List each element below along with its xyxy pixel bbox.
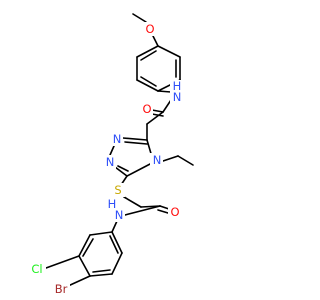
- bond-line: [117, 165, 129, 172]
- atom-s: S: [114, 183, 121, 197]
- triazole-nitrogens: N N N: [103, 132, 163, 169]
- bond-line: [89, 273, 113, 277]
- bond-line: [78, 234, 91, 257]
- atom-h-amide-bottom: H: [108, 197, 117, 211]
- bond-line: [89, 231, 113, 236]
- bond-line: [177, 155, 194, 166]
- amide-nh-bottom: H N: [105, 197, 125, 222]
- atom-n-amide-bottom: N: [115, 208, 124, 222]
- bond-line: [157, 45, 181, 58]
- bond-line: [122, 137, 148, 141]
- chlorine-substituent: Cl: [28, 262, 46, 276]
- bond-line: [132, 13, 147, 23]
- molecule-structure: O N H O N N N S O H: [28, 13, 194, 296]
- carbonyl-oxygen-bottom: O: [168, 205, 181, 219]
- bond-line: [140, 76, 157, 87]
- bond-line: [109, 145, 115, 156]
- atom-n-amide-top: N: [173, 90, 182, 104]
- atom-n-triazole-1: N: [113, 132, 122, 146]
- bond-line: [109, 235, 119, 254]
- atom-cl: Cl: [31, 262, 42, 276]
- methoxy-oxygen: O: [143, 22, 156, 36]
- bond-line: [124, 141, 148, 145]
- bond-line: [123, 196, 142, 208]
- bond-line: [82, 238, 94, 257]
- bond-line: [111, 220, 118, 233]
- bond-line: [162, 155, 179, 162]
- bond-line: [124, 205, 161, 216]
- bond-layer: [45, 13, 194, 287]
- bond-line: [151, 109, 164, 113]
- bond-line: [152, 35, 159, 47]
- bond-line: [111, 231, 123, 254]
- thioether-sulfur: S: [111, 183, 125, 197]
- bond-line: [162, 99, 172, 113]
- amide-nh-top: N H: [170, 79, 183, 104]
- bond-line: [45, 255, 80, 269]
- bromine-substituent: Br: [52, 282, 70, 296]
- bond-line: [136, 45, 159, 58]
- atom-h-amide-top: H: [173, 79, 182, 93]
- atom-n-triazole-2: N: [106, 155, 115, 169]
- carbonyl-oxygen-top: O: [140, 102, 153, 116]
- bond-line: [136, 79, 159, 92]
- atom-o-carbonyl-top: O: [142, 102, 151, 116]
- atom-br: Br: [55, 282, 68, 296]
- atom-o-methoxy: O: [145, 22, 154, 36]
- bond-line: [111, 252, 123, 275]
- bond-line: [157, 209, 169, 214]
- bond-line: [140, 50, 157, 61]
- atom-label-layer: O N H O N N N S O H: [28, 22, 183, 296]
- bond-line: [151, 113, 164, 117]
- atom-n-triazole-4: N: [153, 153, 162, 167]
- bond-line: [67, 275, 91, 287]
- bond-line: [146, 111, 164, 125]
- bond-line: [157, 90, 172, 93]
- bond-line: [159, 205, 170, 210]
- bond-line: [78, 255, 91, 277]
- bond-line: [126, 162, 153, 177]
- bond-line: [114, 166, 128, 177]
- atom-o-carbonyl-bottom: O: [170, 205, 179, 219]
- bond-line: [92, 269, 111, 273]
